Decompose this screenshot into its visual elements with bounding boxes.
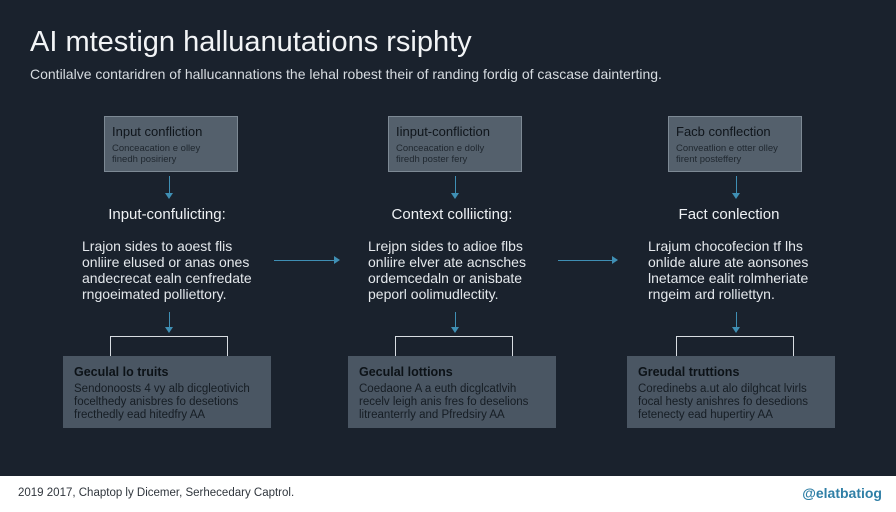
bracket-connector <box>676 336 794 356</box>
top-box-body: Conceacation e olley finedh posiriery <box>112 143 201 165</box>
brand-logo[interactable]: @elatbatiog <box>802 485 882 501</box>
connector-arrow-line <box>274 260 334 261</box>
bottom-box-2: Geculal lottions Coedaone A a euth dicgl… <box>348 356 556 428</box>
bottom-box-title: Geculal lo truits <box>74 365 169 379</box>
top-box-title: Facb conflection <box>676 124 771 139</box>
bracket-connector <box>395 336 513 356</box>
arrow-down-icon <box>451 193 459 199</box>
bottom-box-body: Sendonoosts 4 vy alb dicgleotivich focel… <box>74 383 250 421</box>
page-subtitle: Contilalve contaridren of hallucannation… <box>30 66 662 82</box>
arrow-right-icon <box>612 256 618 264</box>
connector-arrow-line <box>558 260 612 261</box>
connector-line <box>736 312 737 328</box>
top-box-title: Iinput-confliction <box>396 124 490 139</box>
top-box-title: Input confliction <box>112 124 203 139</box>
top-box-2: Iinput-confliction Conceacation e dolly … <box>388 116 522 172</box>
arrow-down-icon <box>165 327 173 333</box>
top-box-body: Conveatlion e otter olley firent posteff… <box>676 143 778 165</box>
connector-line <box>736 176 737 194</box>
connector-line <box>455 176 456 194</box>
column-heading: Input-confulicting: <box>108 206 226 223</box>
column-description: Lrajon sides to aoest flis onliire eluse… <box>82 238 252 302</box>
arrow-down-icon <box>732 193 740 199</box>
arrow-down-icon <box>732 327 740 333</box>
connector-line <box>455 312 456 328</box>
top-box-3: Facb conflection Conveatlion e otter oll… <box>668 116 802 172</box>
page-title: AI mtestign halluanutations rsiphty <box>30 26 472 58</box>
bottom-box-body: Coredinebs a.ut alo dilghcat lvirls foca… <box>638 383 809 421</box>
connector-line <box>169 176 170 194</box>
bottom-box-3: Greudal truttions Coredinebs a.ut alo di… <box>627 356 835 428</box>
column-heading: Context colliicting: <box>391 206 513 223</box>
column-description: Lrejpn sides to adioe flbs onliire elver… <box>368 238 526 302</box>
arrow-down-icon <box>165 193 173 199</box>
arrow-down-icon <box>451 327 459 333</box>
footer-bar: 2019 2017, Chaptop ly Dicemer, Serheceda… <box>0 476 896 512</box>
top-box-1: Input confliction Conceacation e olley f… <box>104 116 238 172</box>
column-description: Lrajum chocofecion tf lhs onlide alure a… <box>648 238 809 302</box>
footer-caption: 2019 2017, Chaptop ly Dicemer, Serheceda… <box>18 487 295 499</box>
bottom-box-body: Coedaone A a euth dicglcatlvih recelv le… <box>359 383 529 421</box>
arrow-right-icon <box>334 256 340 264</box>
bottom-box-title: Greudal truttions <box>638 365 740 379</box>
column-heading: Fact conlection <box>678 206 780 223</box>
connector-line <box>169 312 170 328</box>
top-box-body: Conceacation e dolly firedh poster fery <box>396 143 485 165</box>
bracket-connector <box>110 336 228 356</box>
bottom-box-title: Geculal lottions <box>359 365 453 379</box>
bottom-box-1: Geculal lo truits Sendonoosts 4 vy alb d… <box>63 356 271 428</box>
